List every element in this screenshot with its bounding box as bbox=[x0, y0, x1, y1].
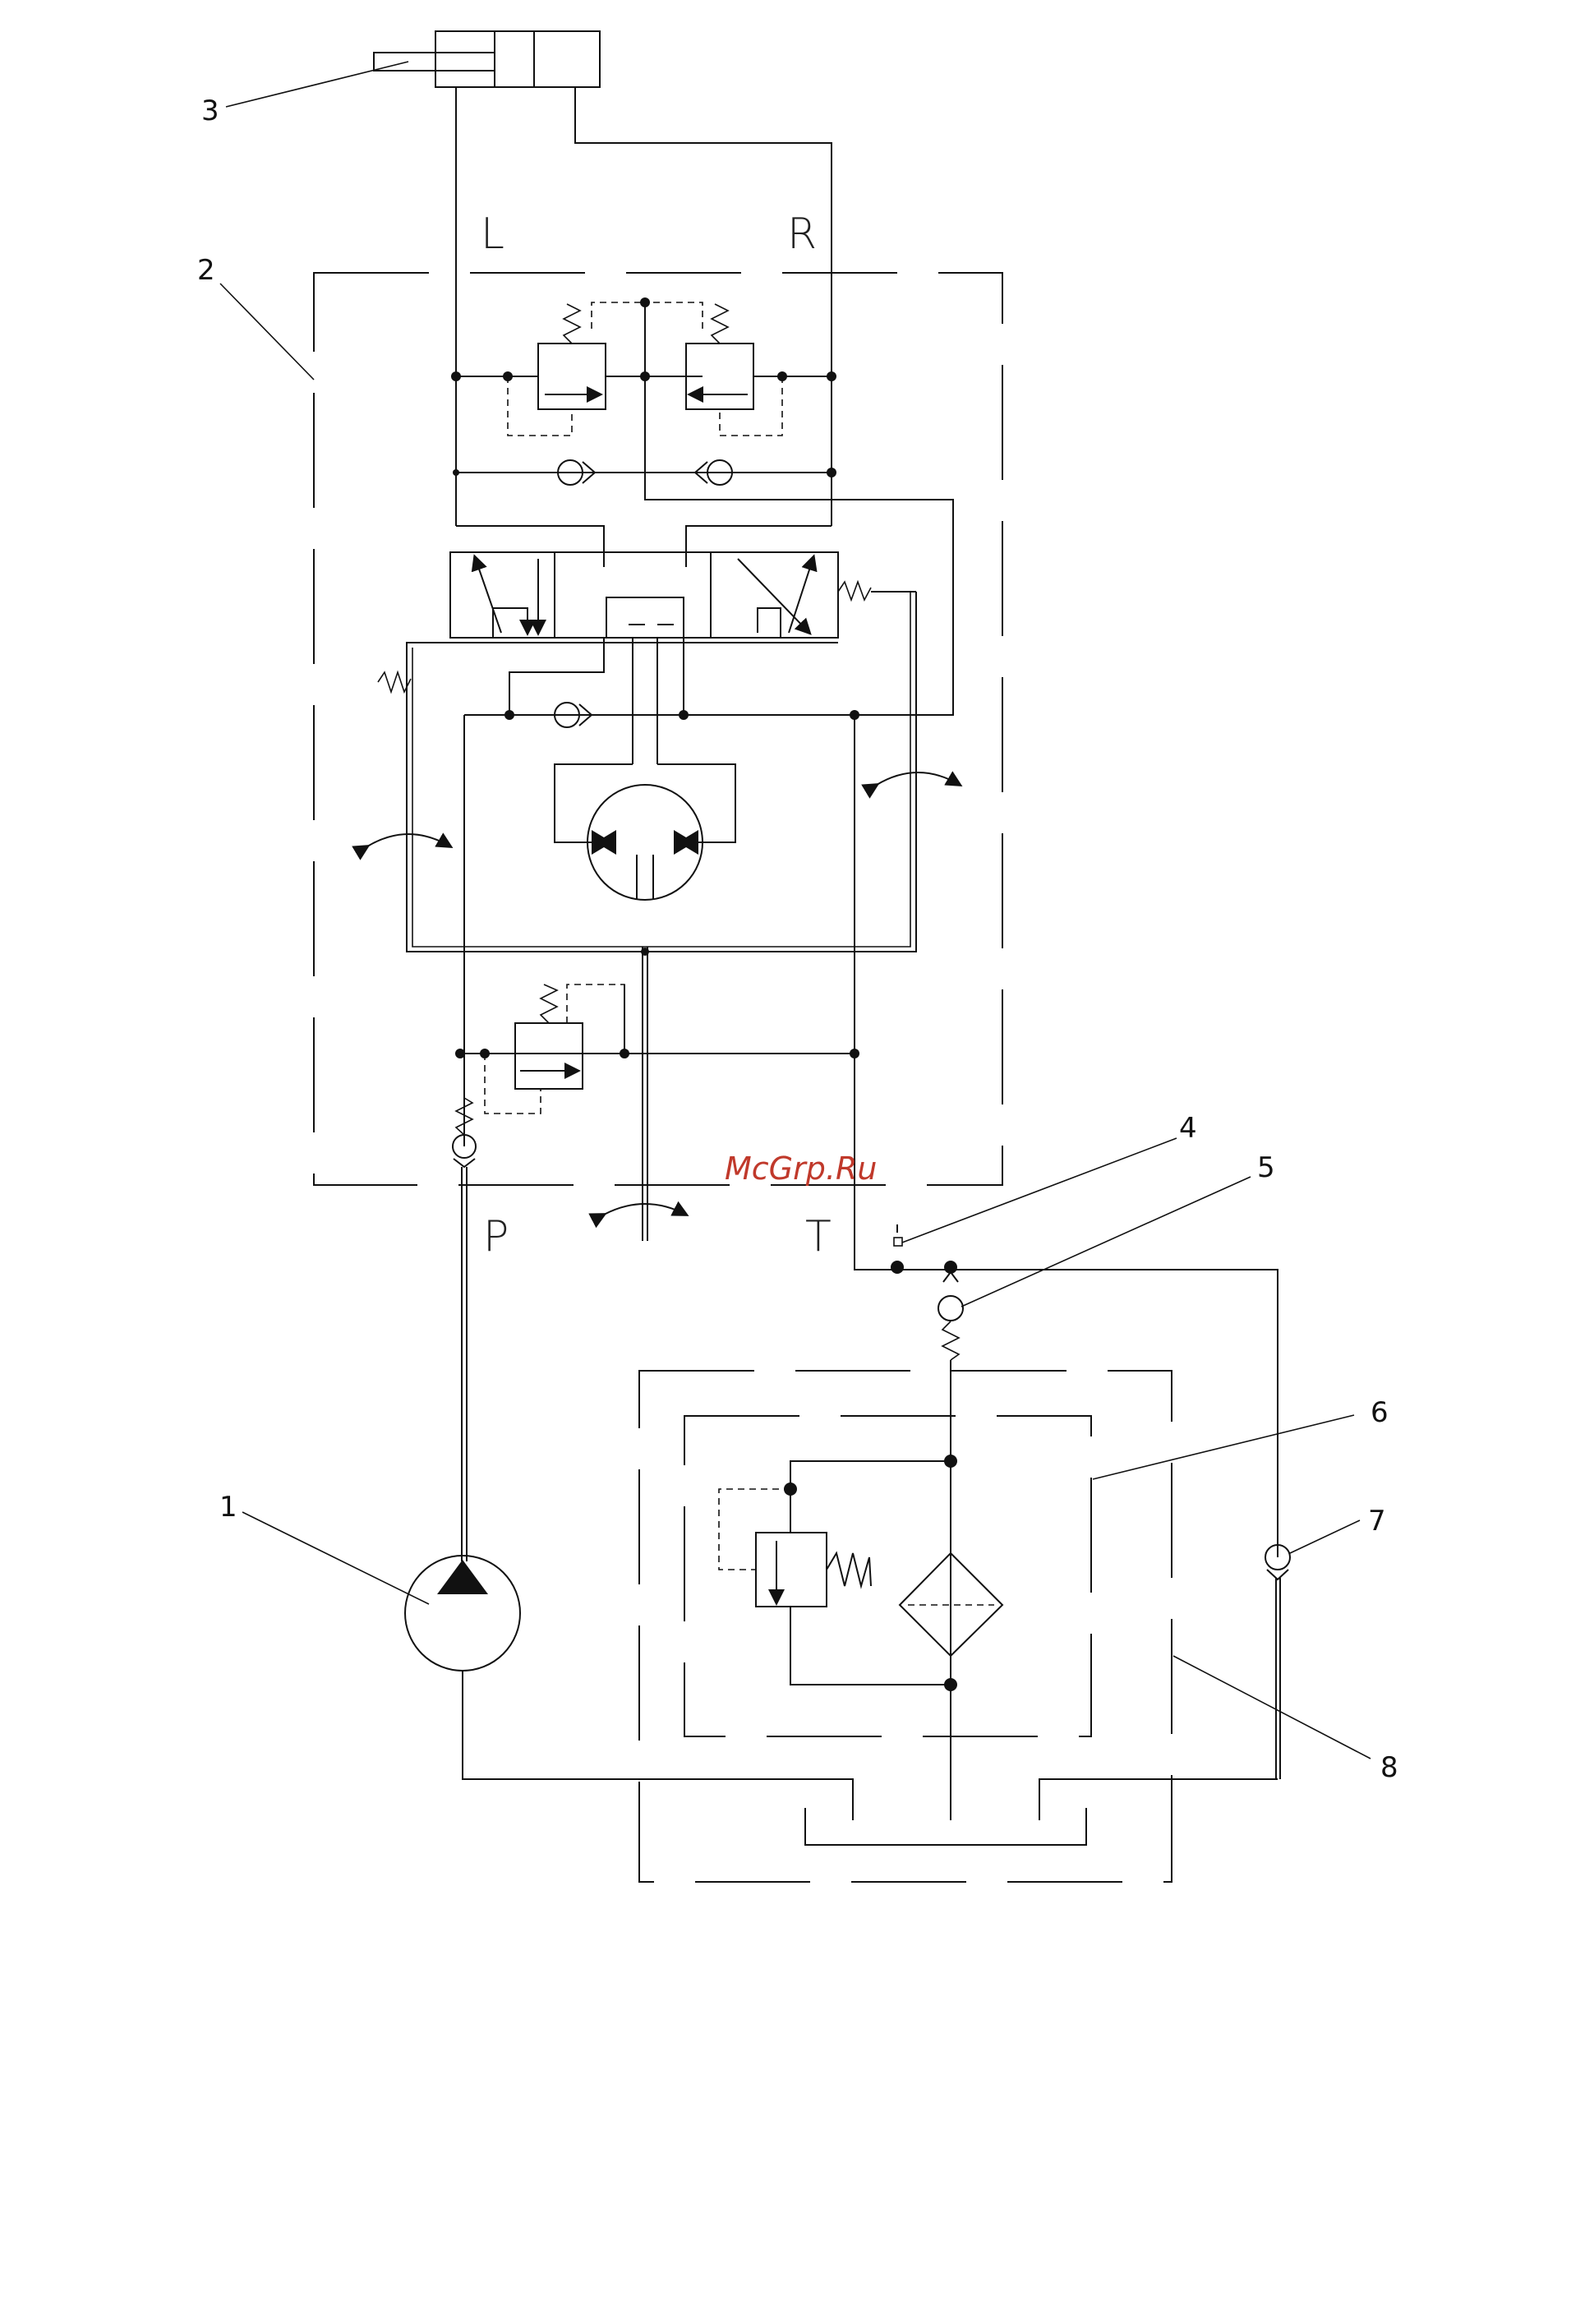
steering-cylinder bbox=[374, 31, 832, 271]
shock-valve-pair bbox=[456, 271, 953, 715]
callout-7: 7 bbox=[1368, 1505, 1386, 1538]
junction-dots-mid bbox=[504, 710, 859, 956]
callout-6: 6 bbox=[1371, 1396, 1389, 1429]
port-t-label: T bbox=[805, 1212, 832, 1261]
directional-control-valve bbox=[450, 526, 916, 638]
callouts: 3 2 4 5 6 7 8 1 bbox=[197, 62, 1398, 1784]
callout-5: 5 bbox=[1257, 1151, 1275, 1184]
bypass-check-valve bbox=[1265, 1545, 1290, 1779]
callout-2: 2 bbox=[197, 254, 215, 287]
return-filter-block bbox=[639, 1224, 1278, 1882]
callout-8: 8 bbox=[1380, 1751, 1398, 1784]
hydraulic-pump bbox=[405, 1556, 853, 1820]
callout-1: 1 bbox=[219, 1491, 237, 1524]
port-p-label: P bbox=[483, 1212, 509, 1261]
metering-motor-circuit bbox=[367, 592, 960, 1241]
port-r-label: R bbox=[787, 210, 817, 259]
watermark: McGrp.Ru bbox=[725, 1150, 877, 1187]
callout-3: 3 bbox=[201, 95, 219, 127]
callout-4: 4 bbox=[1179, 1112, 1197, 1145]
junction-dots-top bbox=[451, 297, 836, 477]
port-l-label: L bbox=[481, 210, 504, 259]
